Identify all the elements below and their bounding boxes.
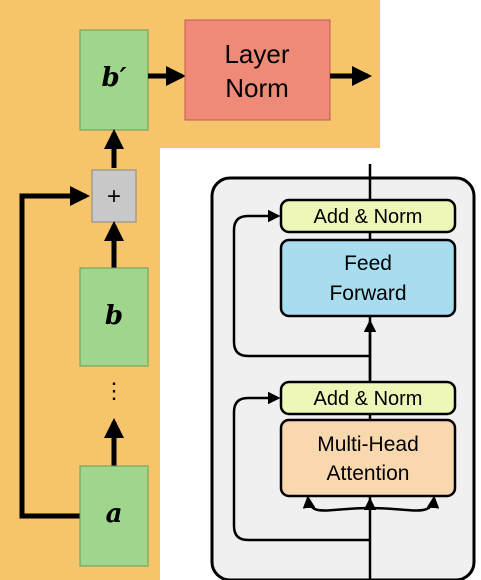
feed-forward-label-line2: Forward bbox=[329, 282, 406, 305]
sum-symbol: + bbox=[107, 183, 121, 210]
add-norm-bottom-box: Add & Norm bbox=[279, 380, 457, 416]
add-norm-bottom-label: Add & Norm bbox=[314, 388, 423, 410]
multi-head-attention-box: Multi-Head Attention bbox=[279, 418, 457, 498]
feed-forward-label-line1: Feed bbox=[344, 252, 392, 275]
transformer-block bbox=[210, 176, 476, 580]
node-a: a bbox=[79, 465, 149, 567]
add-norm-top-box: Add & Norm bbox=[279, 198, 457, 234]
feed-forward-box: Feed Forward bbox=[279, 238, 457, 318]
residual-connection-left bbox=[19, 186, 90, 519]
residual-connection-feed-forward bbox=[232, 209, 370, 358]
layer-norm-label-line2: Norm bbox=[225, 73, 289, 103]
attention-label-line2: Attention bbox=[327, 462, 410, 485]
node-b-label: b bbox=[105, 301, 123, 331]
node-b: b bbox=[79, 267, 149, 367]
add-norm-top-label: Add & Norm bbox=[314, 206, 423, 228]
residual-connection-attention bbox=[232, 391, 370, 542]
node-a-label: a bbox=[106, 499, 123, 529]
attention-input-branches bbox=[302, 495, 440, 512]
layer-norm-box: Layer Norm bbox=[184, 19, 331, 121]
ellipsis: ⋮ bbox=[103, 378, 125, 403]
attention-label-line1: Multi-Head bbox=[317, 433, 419, 456]
layer-norm-label-line1: Layer bbox=[224, 39, 289, 69]
node-b-prime-label: b′ bbox=[101, 63, 126, 93]
sum-node: + bbox=[91, 169, 137, 223]
node-b-prime: b′ bbox=[79, 29, 149, 131]
